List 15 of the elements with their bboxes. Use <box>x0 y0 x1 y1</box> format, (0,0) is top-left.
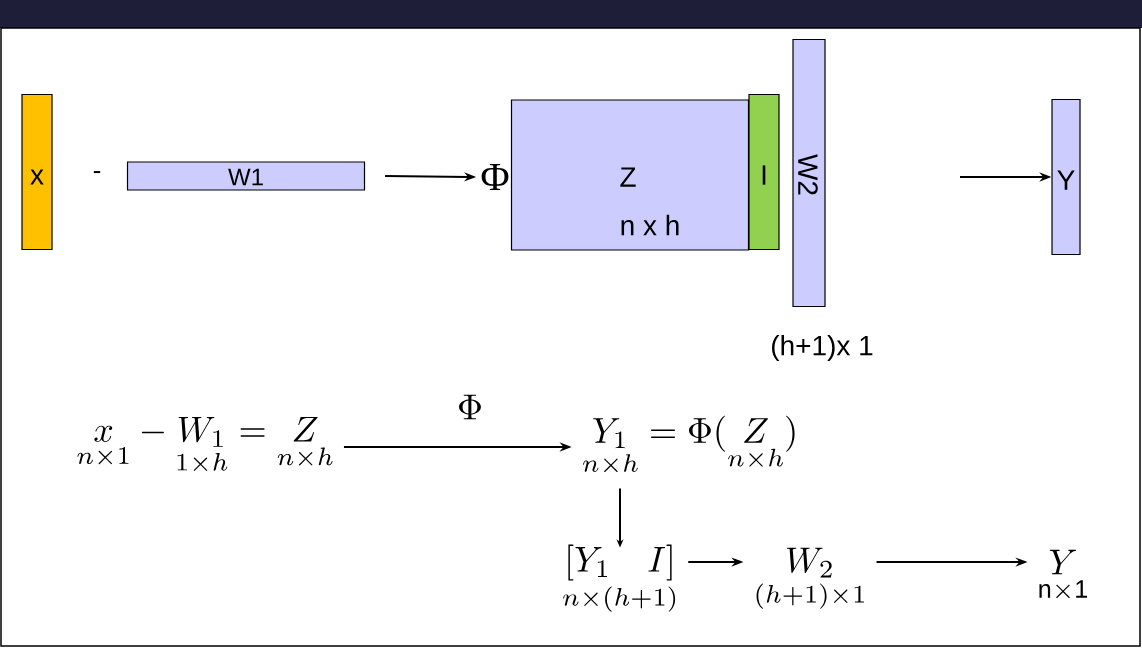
equation: $\underset{n\times h}{Y_1} = \Phi(\underset{n\times h}{Z})$ <box>583 415 795 473</box>
text-label: - <box>93 171 101 174</box>
equation: $\underset{\mathrm{n\times 1}}{Y}$ <box>1039 549 1088 599</box>
equation: $\underset{(h+1)\times 1}{W_2}$ <box>756 547 864 609</box>
matrix-box: Z n x h <box>510 99 750 251</box>
weight-bar: W1 <box>126 161 366 191</box>
equation: $\underset{n\times 1}{x} - \underset{1\times h}{W_1} = \underset{n\times h}{Z}$ <box>77 417 333 471</box>
input-bar: x <box>21 93 53 251</box>
bias-column: I <box>748 93 780 251</box>
equation: $\underset{n\times (h+1)}{[Y_1\quad I]}$ <box>563 544 676 612</box>
weight-column: W2 <box>792 38 826 308</box>
edge-label: $\Phi$ <box>459 394 481 420</box>
output-bar: Y <box>1051 98 1081 256</box>
phi-symbol: Φ <box>481 163 509 191</box>
text-label: (h+1)x 1 <box>772 334 873 362</box>
